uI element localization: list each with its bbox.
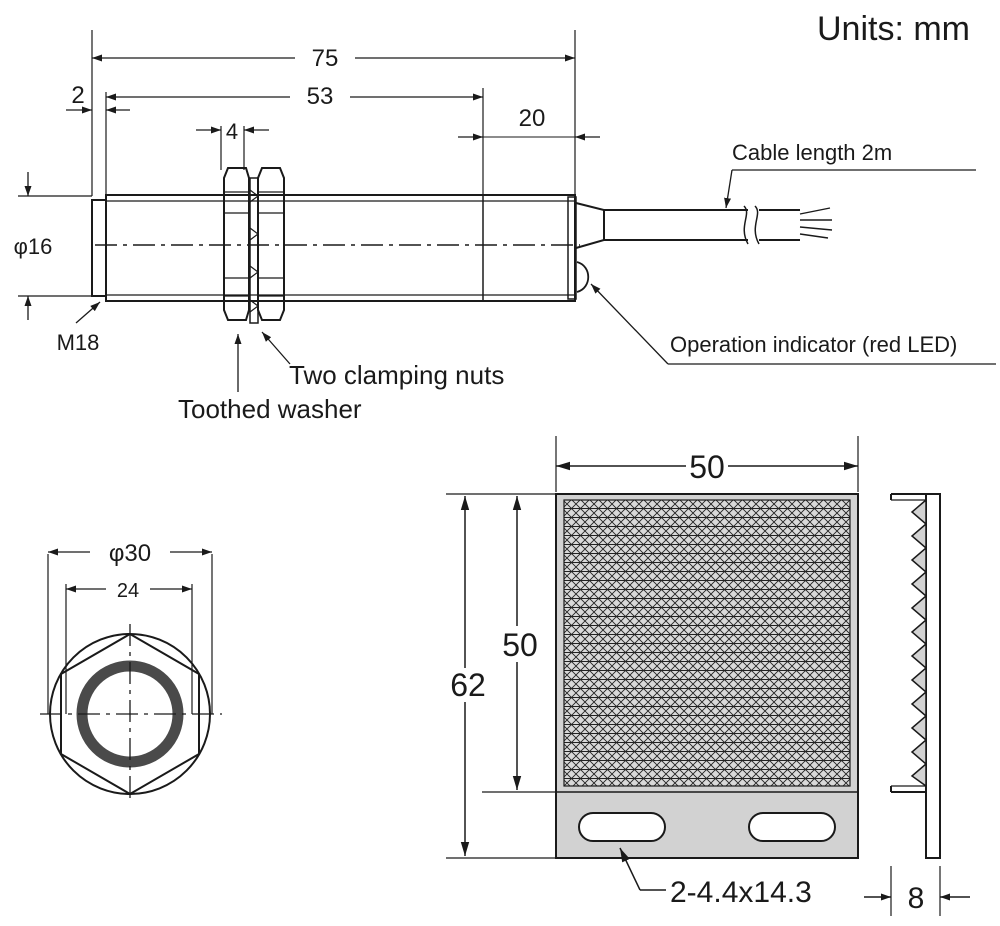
sensor-side-view: 75 53 2 4 20 φ16 M18 Cable length 2m <box>14 30 996 424</box>
washer-callout: Toothed washer <box>178 394 362 424</box>
mount-hole-left <box>578 812 666 842</box>
indicator-callout: Operation indicator (red LED) <box>670 332 957 357</box>
dim-front-offset: 2 <box>71 82 84 109</box>
reflector-side-view: 8 <box>864 493 970 916</box>
mount-holes-label: 2-4.4x14.3 <box>670 876 812 909</box>
dim-inner: 24 <box>117 580 139 602</box>
dim-nut-width: 4 <box>226 119 238 144</box>
mount-hole-right <box>748 812 836 842</box>
sensor-threaded-body <box>105 194 576 302</box>
dim-total-length: 75 <box>312 45 339 72</box>
cable-length-callout: Cable length 2m <box>732 140 892 165</box>
prism-teeth-profile <box>910 498 928 788</box>
reflector-prism-area <box>563 499 851 787</box>
dim-rear-length: 20 <box>519 105 546 132</box>
dim-reflective-height: 50 <box>502 627 538 663</box>
dim-thread-length: 53 <box>307 83 334 110</box>
dim-reflector-height: 62 <box>450 667 486 703</box>
clamping-nuts <box>223 167 285 321</box>
nuts-callout: Two clamping nuts <box>289 360 504 390</box>
dim-diameter: φ16 <box>14 234 53 259</box>
cable <box>575 202 833 249</box>
units-label: Units: mm <box>817 10 970 48</box>
toothed-washer <box>249 177 259 324</box>
reflector-front-view: 50 62 50 2-4.4x14.3 <box>446 436 859 909</box>
dim-outer-diameter: φ30 <box>109 540 151 567</box>
operation-led <box>576 261 590 293</box>
thread-label: M18 <box>57 330 100 355</box>
dim-reflector-thickness: 8 <box>908 882 925 915</box>
sensor-front-tip <box>91 199 107 297</box>
dim-reflector-width: 50 <box>689 449 725 485</box>
sensor-front-view: φ30 24 <box>40 540 222 804</box>
